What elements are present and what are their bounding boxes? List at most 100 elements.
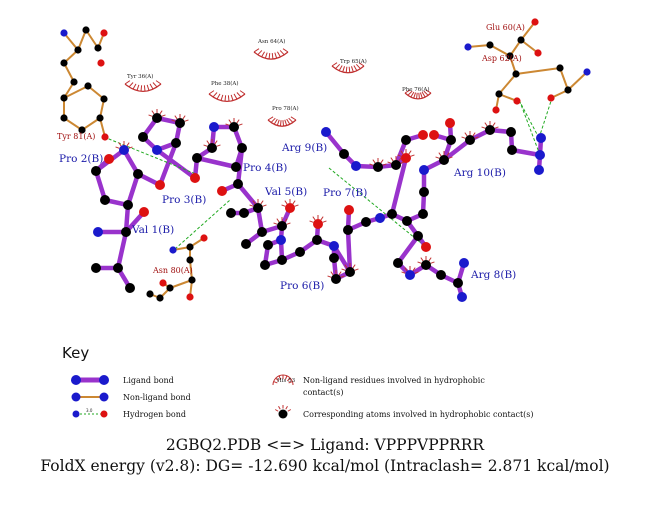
atom-contact-spokes-0-3	[126, 142, 130, 147]
atom-contact-spokes-3-1	[206, 140, 210, 145]
atom-contact-spokes-16-4	[354, 268, 359, 271]
ligand-atom-69	[507, 145, 517, 155]
ligand-atom-75	[373, 162, 383, 172]
atom-contact-spokes-7-4	[322, 220, 327, 223]
hydrophobic-arc-5	[404, 92, 432, 100]
atom-contact-spokes-1-4	[161, 114, 166, 117]
non-ligand-atom-17	[200, 234, 208, 242]
atom-contact-spokes-6-4	[294, 204, 299, 207]
hydrogen-bond-3	[519, 101, 540, 139]
non-ligand-bond-8	[63, 117, 83, 131]
ligand-atom-43	[331, 274, 341, 284]
hydrophobic-arc-0	[124, 83, 162, 92]
atom-contact-spokes-10-0	[387, 161, 392, 164]
hydrophobic-arc-4-spoke-2	[273, 118, 278, 125]
atom-contact-spokes-0-4	[128, 146, 133, 149]
atom-contact-spokes-18-4	[414, 271, 419, 274]
label-phe38: Phe 38(A)	[211, 80, 239, 87]
non-ligand-atom-20	[186, 293, 194, 301]
ligand-atom-33	[285, 203, 295, 213]
non-ligand-atom-31	[512, 70, 520, 78]
hydrophobic-arc-2-spoke-2	[261, 51, 266, 58]
atom-contact-spokes-0-0	[115, 146, 120, 149]
ligand-atom-6	[121, 227, 131, 237]
ligand-atom-53	[421, 242, 431, 252]
ligand-atom-68	[506, 127, 516, 137]
hydrophobic-arc-5-spoke-0	[404, 89, 411, 94]
ligand-atom-64	[446, 135, 456, 145]
legend-hydrophobic-text-1: Non-ligand residues involved in hydropho…	[303, 376, 485, 385]
atom-contact-spokes-9-1	[400, 150, 404, 155]
ligand-atom-32	[277, 221, 287, 231]
atom-contact-spokes-7-1	[312, 216, 316, 221]
ligand-atom-19	[192, 153, 202, 163]
ligand-atom-37	[260, 260, 270, 270]
atom-contact-spokes-9-0	[397, 154, 402, 157]
atom-contact-spokes-5-4	[262, 204, 267, 207]
legend-atom-spoke-4	[287, 409, 292, 412]
hydrophobic-arc-3-spoke-9	[358, 62, 365, 67]
hydrophobic-arc-4-spoke-3	[276, 119, 280, 126]
atom-contact-spokes-8-1	[330, 271, 334, 276]
hydrophobic-arc-0-spoke-3	[136, 84, 140, 91]
non-ligand-atom-14	[101, 133, 109, 141]
non-ligand-atom-15	[169, 246, 177, 254]
label-asp62: Asp 62(A)	[481, 54, 522, 63]
non-ligand-atom-3	[94, 44, 102, 52]
non-ligand-bond-19	[169, 279, 193, 289]
ligand-atom-59	[457, 292, 467, 302]
non-ligand-atom-12	[100, 95, 108, 103]
atom-contact-spokes-2-4	[184, 119, 189, 122]
ligand-atom-80	[418, 130, 428, 140]
non-ligand-bond-34	[567, 71, 588, 91]
legend-atom-spoke-0	[274, 409, 279, 412]
ligand-atom-46	[344, 205, 354, 215]
hydrophobic-arc-0-spoke-5	[143, 85, 146, 92]
non-ligand-bond-0	[63, 32, 79, 51]
atom-contact-spokes-18-0	[401, 271, 406, 274]
label-pro3: Pro 3(B)	[162, 194, 206, 206]
legend-spoke-6	[288, 381, 293, 384]
non-ligand-atom-10	[78, 126, 86, 134]
atom-contact-spokes-3-4	[216, 144, 221, 147]
ligand-atom-16	[152, 145, 162, 155]
ligand-atom-29	[226, 208, 236, 218]
atom-contact-spokes-10-3	[398, 157, 402, 162]
atom-contact-spokes-7-0	[309, 220, 314, 223]
atom-contact-spokes-8-3	[338, 271, 342, 276]
non-ligand-atom-18	[186, 256, 194, 264]
atom-contact-spokes-17-1	[276, 218, 280, 223]
hydrophobic-residue-labels: Tyr 36(A) Phe 38(A) Asn 64(A) Trp 65(A) …	[127, 38, 430, 112]
non-ligand-atom-19	[188, 276, 196, 284]
hydrophobic-arc-4	[267, 119, 297, 127]
non-ligand-atom-24	[146, 290, 154, 298]
ligand-atom-36	[277, 255, 287, 265]
atom-contact-spokes-2-3	[182, 115, 186, 120]
legend-corresponding-atom-spokes	[274, 405, 292, 412]
label-phe76: Phe 76(A)	[402, 86, 430, 93]
non-ligand-atom-8	[60, 94, 68, 102]
atom-contact-spokes-12-1	[438, 152, 442, 157]
atom-contact-spokes-11-1	[372, 159, 376, 164]
label-pro78: Pro 78(A)	[272, 105, 299, 112]
atom-contact-spokes-2-0	[171, 119, 176, 122]
hydrophobic-arc-2-spoke-0	[253, 48, 260, 53]
hydrophobic-arc-5-spoke-9	[425, 89, 432, 94]
ligand-atom-30	[241, 239, 251, 249]
atom-contact-spokes-10-1	[390, 157, 394, 162]
hydrophobic-arc-1-spoke-9	[239, 90, 246, 95]
atom-contact-spokes-5-3	[260, 200, 264, 205]
hydrophobic-arc-2-spoke-8	[279, 50, 285, 56]
atom-contact-spokes-12-4	[448, 156, 453, 159]
legend-non-ligand-bond: Non-ligand bond	[71, 392, 191, 402]
ligand-atom-22	[229, 122, 239, 132]
atom-contact-spokes-15-4	[430, 261, 435, 264]
ligand-atom-28	[239, 208, 249, 218]
label-val1: Val 1(B)	[131, 224, 174, 236]
atom-contact-spokes-16-3	[352, 264, 356, 269]
ligand-atom-18	[190, 173, 200, 183]
hydrophobic-arc-0-spoke-8	[152, 82, 158, 88]
hydrophobic-arc-1-spoke-7	[233, 93, 238, 100]
ligand-atom-50	[402, 216, 412, 226]
non-ligand-atom-22	[156, 294, 164, 302]
